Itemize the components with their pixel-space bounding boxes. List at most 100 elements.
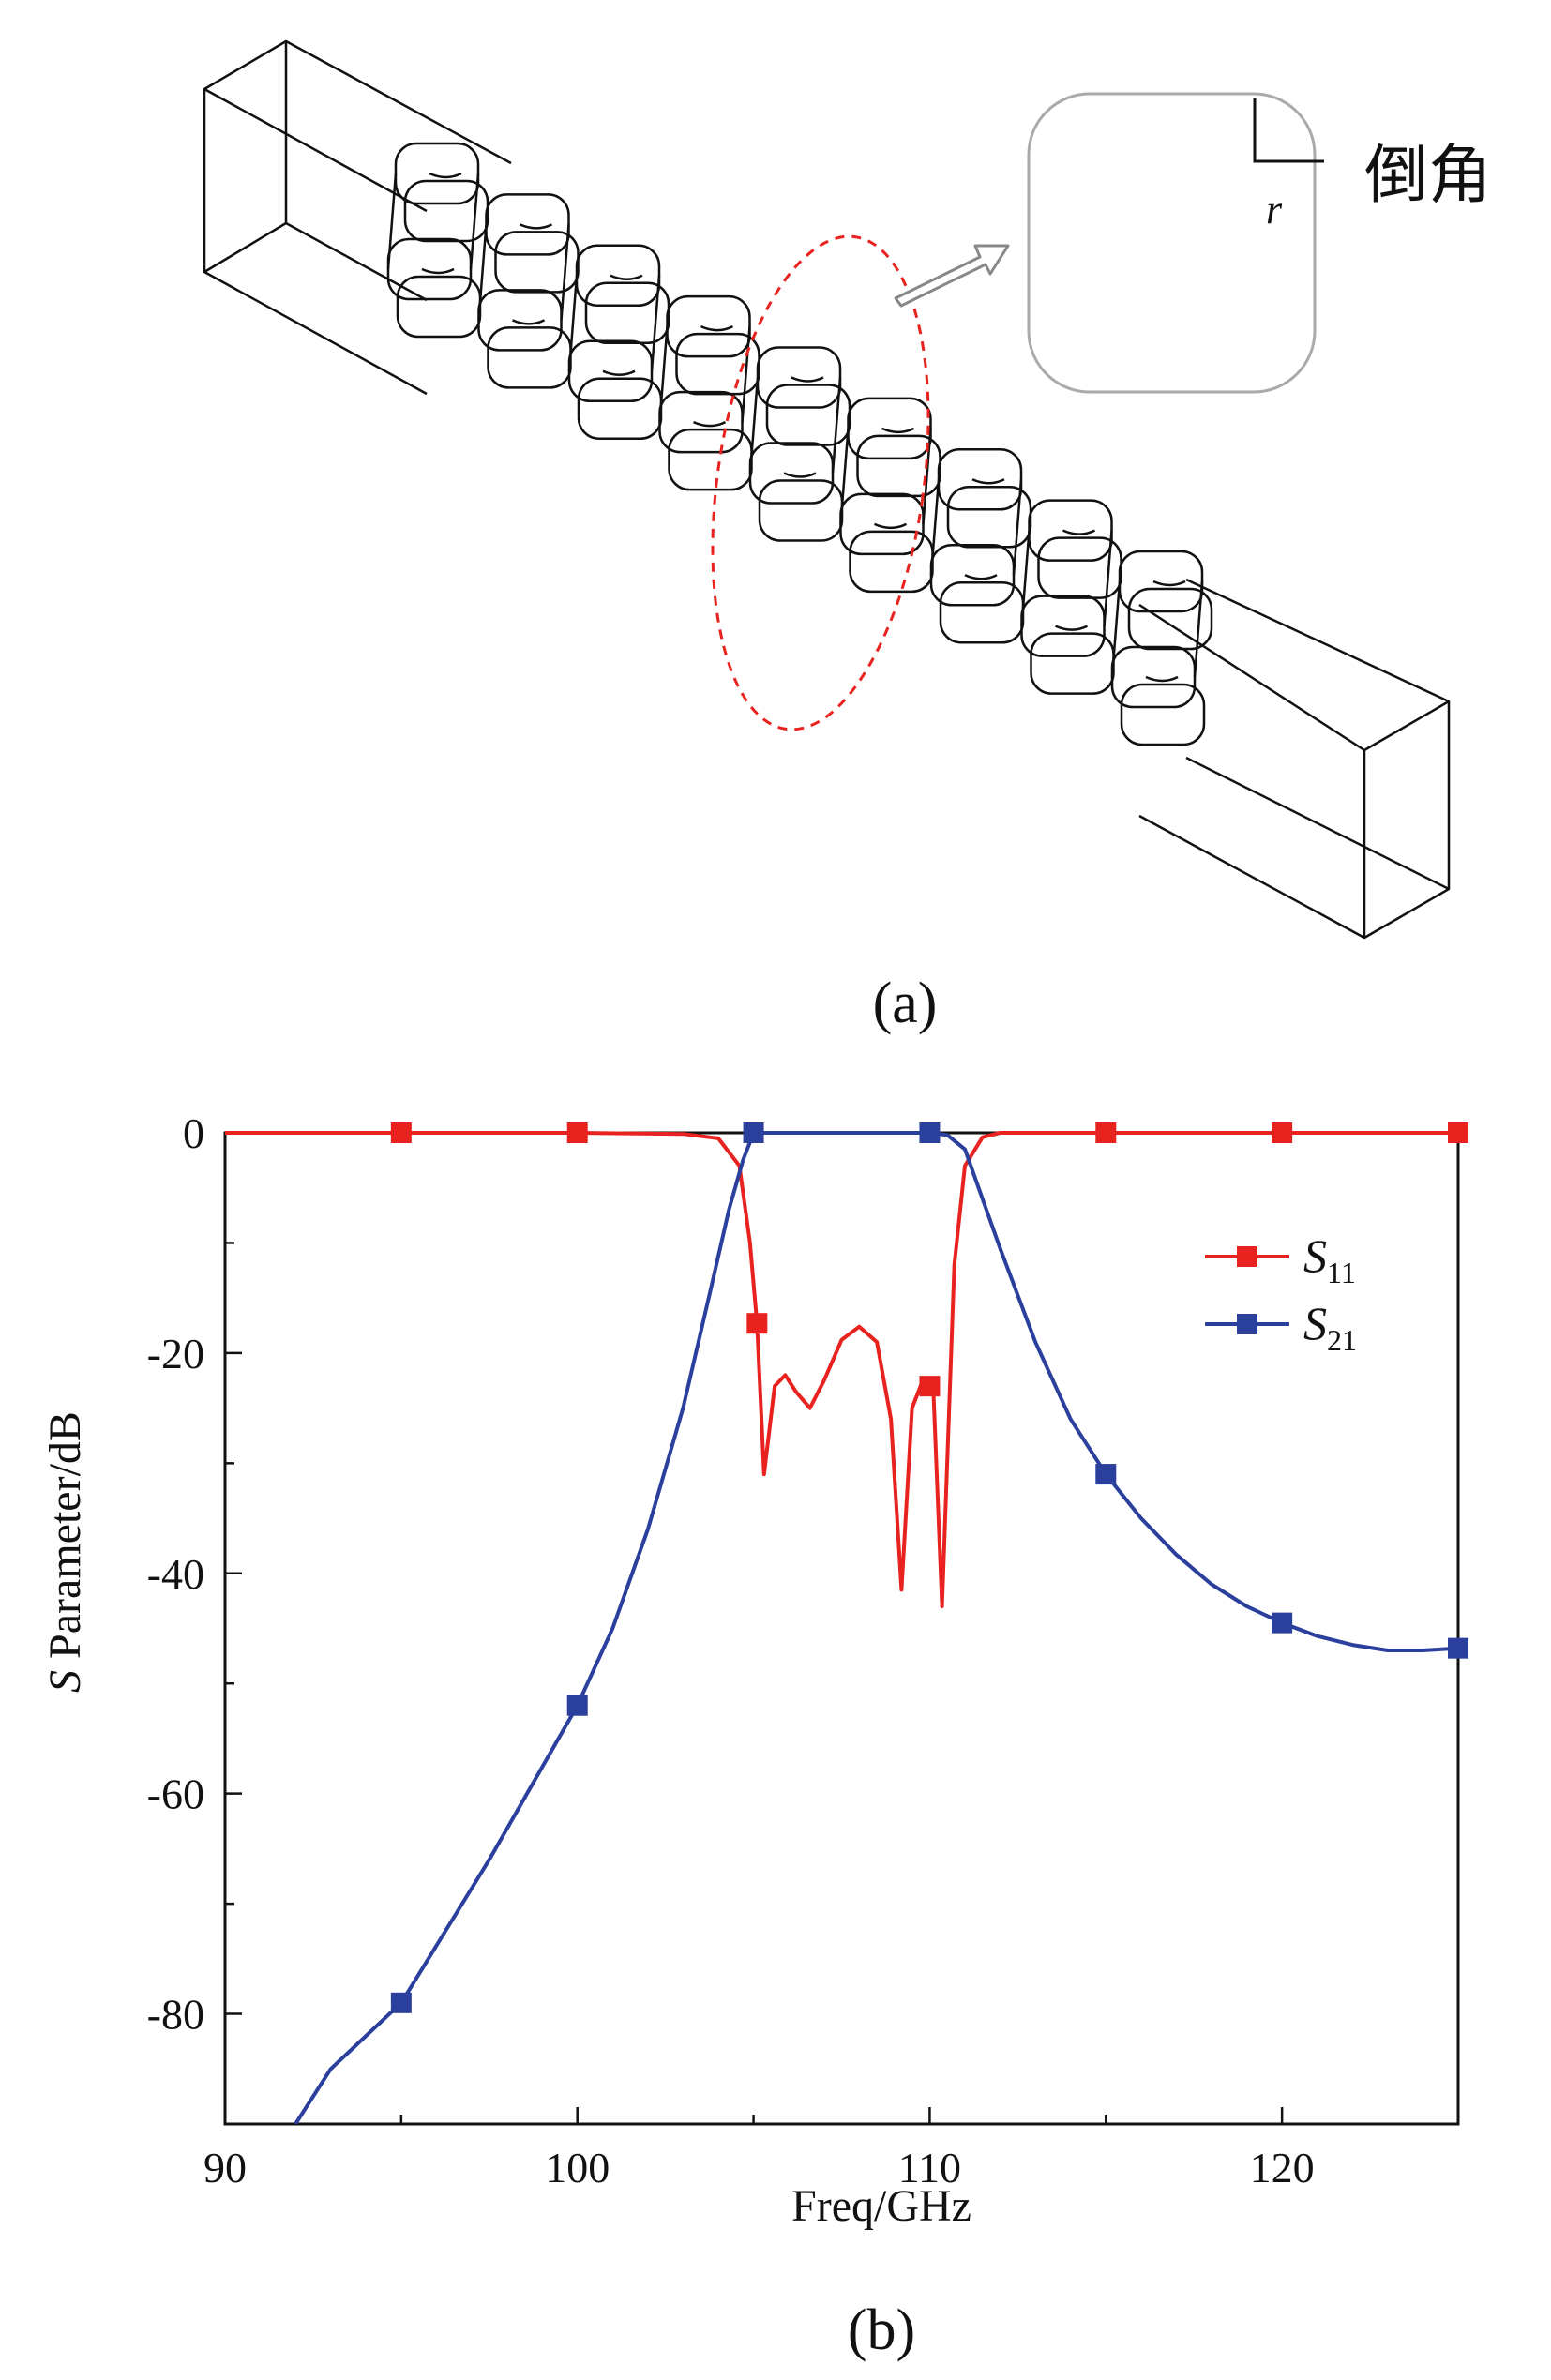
legend-label-sub: 21 (1327, 1323, 1357, 1357)
legend-label-main: S (1303, 1229, 1327, 1282)
cavity-block (477, 193, 580, 389)
cavity-top (756, 346, 842, 409)
cavity-lower-top (839, 492, 925, 556)
right-waveguide-port (1138, 578, 1451, 940)
cavity-edge (469, 173, 480, 270)
cavity-block (386, 142, 489, 339)
legend-item-s11: S11 (1205, 1229, 1356, 1289)
y-tick-label: -60 (147, 1770, 204, 1818)
cavity-iris (783, 376, 824, 478)
y-axis-label-italic: S (40, 1670, 90, 1693)
left-waveguide-port (203, 39, 512, 396)
cavity-edge (1193, 580, 1204, 678)
cavity-edge (922, 428, 932, 524)
y-tick-label: -80 (147, 1991, 204, 2039)
cavity-iris (421, 172, 462, 275)
cavity-lower-top (1020, 595, 1106, 657)
rounded-cross-section (1027, 92, 1317, 394)
cavity-iris (692, 324, 734, 428)
cavity-edge (741, 326, 751, 423)
highlight-ellipse (711, 234, 930, 731)
cavity-edge (1012, 479, 1023, 576)
cavity-top (1028, 499, 1113, 562)
marker-s21 (743, 1122, 764, 1143)
marker-s21 (566, 1695, 588, 1716)
x-tick-label: 90 (203, 2144, 247, 2192)
cavity-lower-bottom (849, 530, 934, 594)
cavity-lower-top (386, 237, 473, 301)
cavity-edge (567, 275, 579, 371)
cavity-block (1110, 550, 1213, 746)
y-axis-label-rest: Parameter/dB (40, 1411, 90, 1670)
cavity-top (847, 397, 932, 460)
y-tick-label: -40 (147, 1550, 204, 1598)
cavity-iris (964, 478, 1005, 580)
waveguide-filter-wireframe (203, 39, 1451, 940)
cavity-block (1020, 499, 1122, 695)
cavity-iris (602, 274, 643, 376)
cavity-lower-bottom (396, 275, 482, 339)
cavity-lower-bottom (939, 581, 1025, 644)
panel-a-caption: (a) (872, 972, 938, 1035)
legend-item-s21: S21 (1205, 1297, 1357, 1357)
cavity-iris (1145, 580, 1186, 683)
marker-s21 (390, 1992, 412, 2013)
series-line-s11 (225, 1131, 1458, 1608)
marker-s21 (1448, 1637, 1468, 1659)
cavity-lower-bottom (1120, 683, 1206, 746)
y-axis-label: S Parameter/dB (40, 1411, 90, 1693)
cavity-lower-bottom (668, 428, 753, 491)
corner-inset: r 倒角 (1027, 92, 1492, 394)
marker-s11 (1272, 1122, 1293, 1143)
panel-b-caption: (b) (847, 2298, 916, 2362)
y-tick-label: 0 (183, 1109, 204, 1157)
legend-marker (1237, 1314, 1257, 1334)
cavity-lower-top (748, 442, 835, 505)
cavity-lower-bottom (577, 377, 663, 440)
x-axis-label: Freq/GHz (791, 2181, 971, 2231)
cavity-edge (560, 224, 570, 321)
cavity-edge (658, 326, 669, 423)
cavity-iris (873, 427, 915, 530)
marker-s21 (1095, 1464, 1117, 1485)
radius-label: r (1266, 187, 1283, 233)
x-tick-label: 100 (545, 2144, 610, 2192)
cavity-iris (1054, 529, 1096, 631)
cavity-edge (1020, 530, 1031, 626)
cavity-bottom (1127, 587, 1213, 651)
cavity-top (937, 448, 1023, 511)
cavity-lower-top (477, 289, 563, 352)
cavity-edge (386, 173, 398, 270)
marker-s11 (919, 1376, 941, 1397)
cavity-lower-top (929, 544, 1016, 607)
legend-label-sub: 11 (1327, 1256, 1356, 1289)
x-tick-label: 120 (1250, 2144, 1315, 2192)
marker-s11 (746, 1313, 768, 1334)
cavity-iris (511, 223, 553, 325)
legend-marker (1237, 1246, 1257, 1267)
marker-s11 (566, 1122, 588, 1143)
marker-s11 (1448, 1122, 1468, 1143)
marker-s21 (919, 1122, 941, 1143)
cavity-lower-bottom (758, 479, 844, 542)
legend-label: S11 (1303, 1229, 1356, 1289)
cavity-lower-top (658, 390, 744, 454)
cavity-block (748, 346, 851, 542)
cavity-edge (929, 479, 941, 576)
cavity-block (929, 448, 1032, 644)
cavity-lower-top (1110, 645, 1197, 709)
x-tick-label: 110 (898, 2144, 961, 2192)
series-markers (390, 1122, 1468, 2013)
cavity-edge (650, 275, 661, 371)
axis-ticks (223, 1131, 1460, 2126)
cavity-edge (1103, 530, 1113, 626)
cavity-block (839, 397, 941, 594)
cavity-block (658, 294, 760, 491)
cavity-edge (1110, 580, 1122, 678)
cavity-lower-bottom (487, 326, 572, 389)
cavity-lower-top (567, 339, 654, 402)
cavity-lower-bottom (1030, 632, 1115, 695)
